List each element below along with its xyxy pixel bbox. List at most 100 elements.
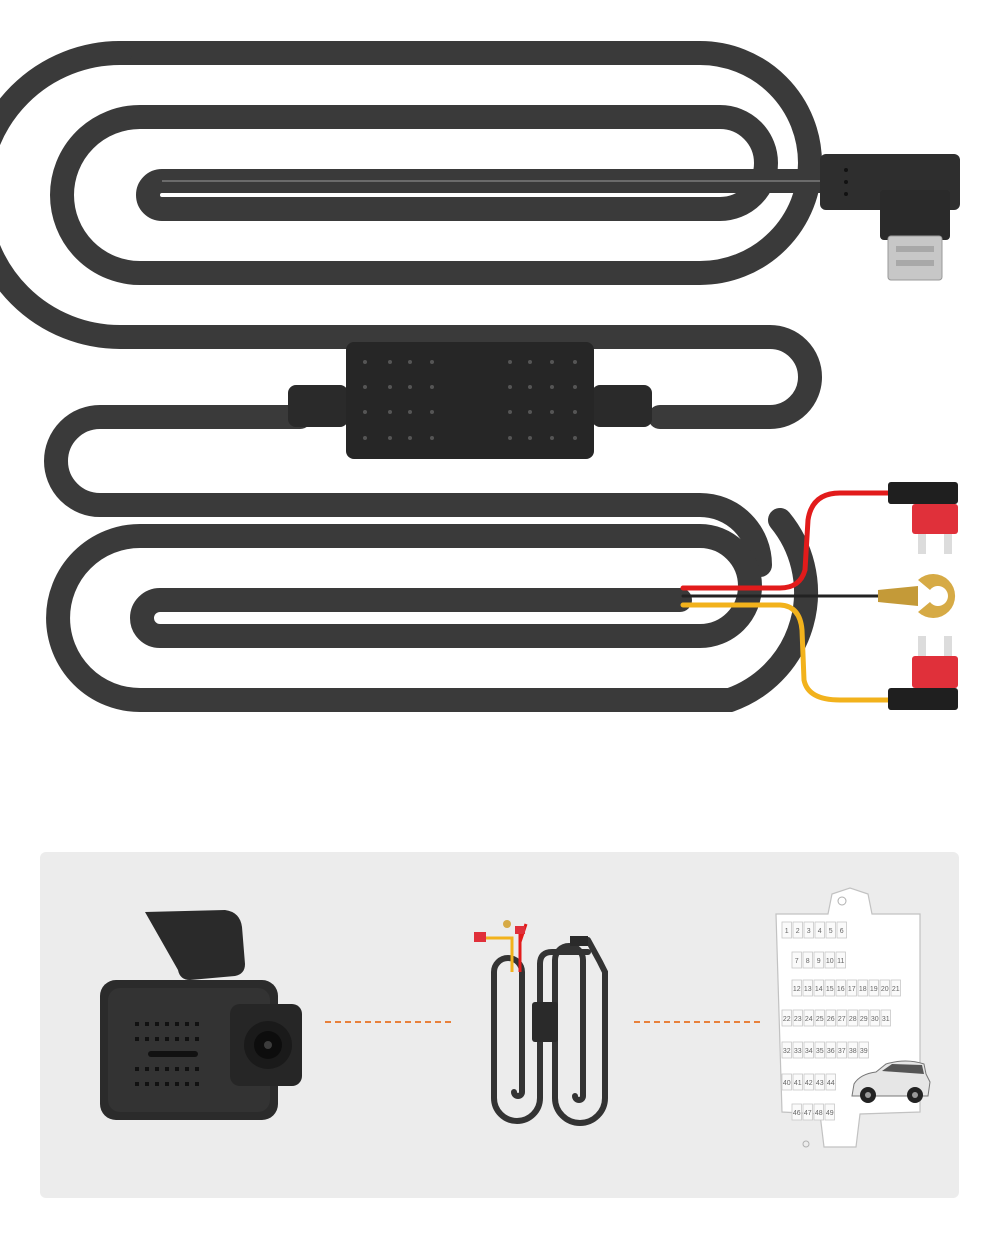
fuse-slot — [879, 979, 890, 997]
fuse-slot — [813, 1103, 824, 1121]
hardwire-kit-product-image — [0, 41, 960, 712]
fuse-slot — [802, 951, 813, 969]
cable-coil-bottom — [46, 508, 819, 712]
fuse-slot-number: 34 — [805, 1048, 813, 1055]
fuse-slot — [781, 1073, 792, 1091]
fuse-slot — [803, 921, 814, 939]
fuse-slot — [857, 979, 868, 997]
fuse-slot-number: 37 — [838, 1048, 846, 1055]
hardwire-kit-icon — [491, 937, 608, 1126]
fuse-slot — [814, 1009, 825, 1027]
fuse-slot — [781, 1041, 792, 1059]
fuse-slot — [792, 1073, 803, 1091]
fuse-slot — [858, 1041, 869, 1059]
fuse-slot — [791, 979, 802, 997]
fuse-slot — [880, 1009, 891, 1027]
fuse-slot-number: 29 — [860, 1016, 868, 1023]
fuse-slot-number: 20 — [881, 986, 889, 993]
wire-leads — [680, 490, 898, 703]
fuse-slot-number: 23 — [794, 1016, 802, 1023]
fuse-slot — [824, 951, 835, 969]
fuse-slot — [814, 921, 825, 939]
fuse-slot — [835, 951, 846, 969]
fuse-slot — [803, 1073, 814, 1091]
fuse-slot — [802, 979, 813, 997]
fuse-slot-number: 30 — [871, 1016, 879, 1023]
fuse-slot-number: 6 — [840, 928, 844, 935]
fuse-slot-number: 7 — [795, 958, 799, 965]
fuse-slot-number: 5 — [829, 928, 833, 935]
fuse-slot-number: 13 — [804, 986, 812, 993]
fuse-slot — [791, 951, 802, 969]
fuse-slot — [791, 1103, 802, 1121]
fuse-slot — [847, 1009, 858, 1027]
converter-box-icon — [288, 342, 652, 459]
car-icon — [851, 1060, 931, 1103]
fuse-tap-icon — [888, 636, 958, 710]
fuse-slot-number: 42 — [805, 1080, 813, 1087]
fuse-slot-number: 3 — [807, 928, 811, 935]
fuse-slot — [825, 1009, 836, 1027]
fuse-slot-number: 32 — [783, 1048, 791, 1055]
fuse-slot — [836, 1009, 847, 1027]
fuse-slot — [825, 1041, 836, 1059]
fuse-slot-number: 38 — [849, 1048, 857, 1055]
fuse-slot — [781, 921, 792, 939]
fuse-slot-number: 28 — [849, 1016, 857, 1023]
fuse-slot-number: 18 — [859, 986, 867, 993]
fuse-slot — [813, 951, 824, 969]
fuse-slot — [802, 1103, 813, 1121]
fuse-slot-number: 14 — [815, 986, 823, 993]
fuse-slot — [814, 1073, 825, 1091]
fuse-slot-number: 41 — [794, 1080, 802, 1087]
fuse-slot-number: 27 — [838, 1016, 846, 1023]
fuse-slot — [803, 1041, 814, 1059]
fuse-slot-number: 11 — [837, 958, 844, 965]
fuse-slot-number: 24 — [805, 1016, 813, 1023]
cable-coil-top — [0, 41, 842, 577]
fuse-slot-number: 43 — [816, 1080, 824, 1087]
fuse-slot-number: 12 — [793, 986, 801, 993]
fuse-slot — [825, 1073, 836, 1091]
fuse-slot — [824, 979, 835, 997]
fuse-slot-number: 46 — [793, 1110, 801, 1117]
fuse-slot — [846, 979, 857, 997]
ground-ring-terminal-icon — [878, 574, 956, 618]
fuse-slot — [825, 921, 836, 939]
dashcam-icon — [100, 910, 302, 1120]
fuse-slot-number: 49 — [826, 1110, 834, 1117]
fuse-slot-number: 36 — [827, 1048, 835, 1055]
fuse-slot-number: 48 — [815, 1110, 823, 1117]
fuse-slot-number: 40 — [783, 1080, 791, 1087]
fuse-slot — [890, 979, 901, 997]
fuse-slot — [792, 1009, 803, 1027]
fuse-slot-number: 35 — [816, 1048, 824, 1055]
hardwire-kit-mini-box — [532, 1002, 558, 1042]
fuse-slot-number: 19 — [870, 986, 878, 993]
fuse-slot — [847, 1041, 858, 1059]
fuse-slot-number: 33 — [794, 1048, 802, 1055]
fuse-slot-number: 4 — [818, 928, 822, 935]
fuse-slot — [869, 1009, 880, 1027]
fuse-slot-number: 39 — [860, 1048, 868, 1055]
fuse-slot — [836, 921, 847, 939]
fuse-slot — [792, 1041, 803, 1059]
fuse-slot — [868, 979, 879, 997]
fuse-slot-number: 10 — [826, 958, 834, 965]
fuse-slot-number: 26 — [827, 1016, 835, 1023]
fuse-slot — [813, 979, 824, 997]
fuse-slot — [835, 979, 846, 997]
fuse-slot — [814, 1041, 825, 1059]
fuse-slot-number: 15 — [826, 986, 834, 993]
fuse-slot — [836, 1041, 847, 1059]
right-angle-usb-connector-icon — [820, 154, 960, 281]
fuse-slot — [803, 1009, 814, 1027]
fuse-slot-number: 17 — [848, 986, 856, 993]
fuse-tap-icon — [888, 482, 958, 554]
fuse-slot — [792, 921, 803, 939]
fuse-slot-number: 44 — [827, 1080, 835, 1087]
fuse-slot — [858, 1009, 869, 1027]
fuse-slot-number: 25 — [816, 1016, 824, 1023]
